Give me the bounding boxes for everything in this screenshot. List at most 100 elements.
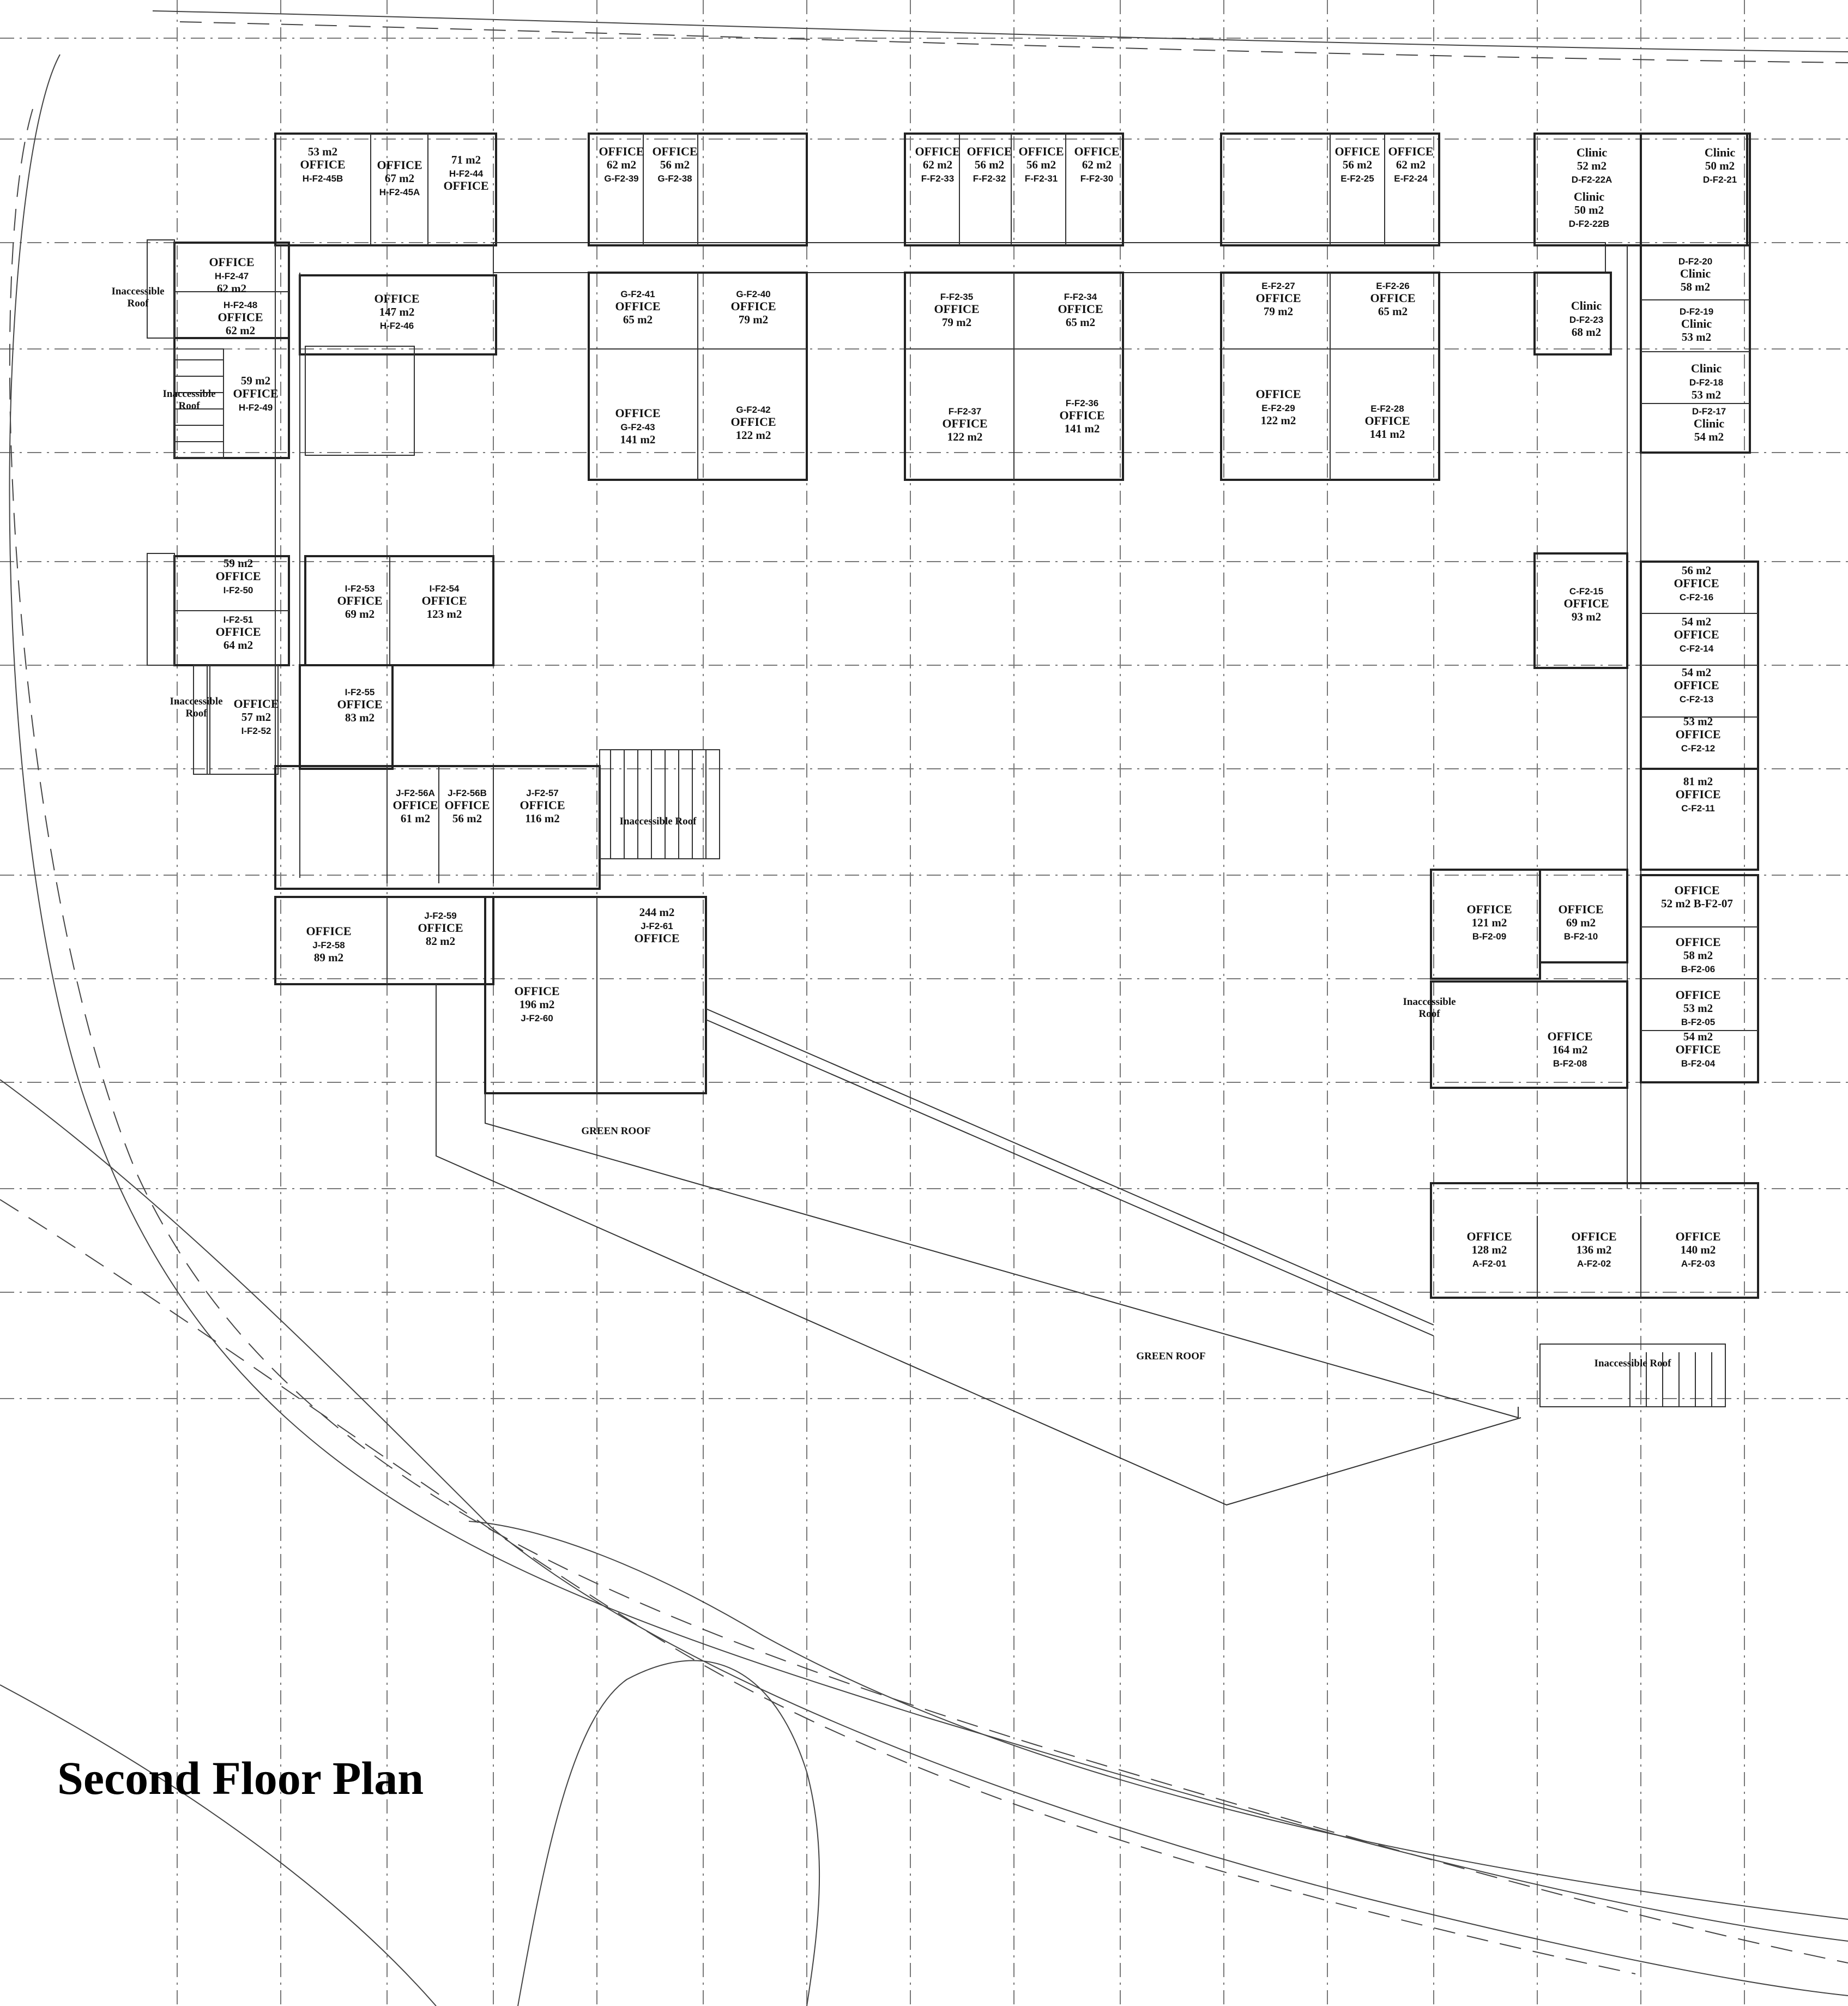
room-type: OFFICE: [421, 594, 467, 607]
room-code: B-F2-10: [1564, 931, 1598, 942]
note-gr-1: GREEN ROOF: [581, 1125, 650, 1137]
room-type: Clinic: [1680, 267, 1711, 280]
room-area: 57 m2: [241, 710, 271, 724]
room-area: 93 m2: [1572, 610, 1601, 623]
room-area: 53 m2: [1683, 1002, 1713, 1015]
room-code: F-F2-33: [921, 173, 954, 184]
room-code: B-F2-09: [1472, 931, 1506, 942]
room-area: 53 m2: [1692, 388, 1721, 401]
note-text: Roof: [185, 708, 207, 719]
room-type: OFFICE: [967, 144, 1012, 158]
room-area: 122 m2: [736, 429, 771, 442]
room-area: 56 m2: [660, 158, 690, 171]
room-area: 82 m2: [426, 935, 455, 948]
note-text: Roof: [127, 298, 149, 309]
room-code: D-F2-22B: [1569, 219, 1610, 229]
room-code: I-F2-51: [224, 615, 253, 625]
room-type: OFFICE: [934, 302, 979, 316]
room-code: E-F2-29: [1261, 403, 1295, 413]
room-code: A-F2-03: [1681, 1258, 1715, 1269]
room-code: I-F2-55: [345, 687, 375, 697]
room-type: OFFICE: [634, 931, 679, 945]
room-code: F-F2-30: [1080, 173, 1113, 184]
room-code: H-F2-49: [239, 402, 273, 413]
room-area: 121 m2: [1472, 916, 1507, 929]
note-text: Inaccessible: [162, 388, 215, 400]
room-type: OFFICE: [1675, 727, 1720, 741]
note-gr-2: GREEN ROOF: [1136, 1351, 1205, 1362]
room-area: 83 m2: [345, 711, 375, 724]
room-area: 128 m2: [1472, 1243, 1507, 1256]
room-code: H-F2-45B: [303, 173, 343, 184]
room-area: 58 m2: [1683, 949, 1713, 962]
room-area: 71 m2: [451, 153, 481, 166]
room-area: 62 m2: [1396, 158, 1426, 171]
room-code: J-F2-60: [521, 1013, 553, 1023]
room-code: F-F2-34: [1064, 292, 1097, 302]
room-area: 164 m2: [1553, 1043, 1588, 1056]
room-area: 54 m2: [1682, 666, 1711, 679]
room-code: E-F2-27: [1261, 281, 1295, 291]
room-type: OFFICE: [218, 310, 263, 324]
room-type: OFFICE: [306, 924, 351, 938]
room-area: 58 m2: [1681, 280, 1710, 293]
room-type: OFFICE: [233, 387, 278, 400]
room-area: 65 m2: [1378, 305, 1408, 318]
room-type: OFFICE: [1675, 787, 1720, 801]
room-type: OFFICE: [599, 144, 644, 158]
room-code: H-F2-46: [380, 321, 414, 331]
room-area: 136 m2: [1577, 1243, 1612, 1256]
room-code: D-F2-19: [1680, 306, 1713, 317]
room-type: OFFICE: [337, 697, 382, 711]
room-area: 59 m2: [241, 374, 270, 387]
room-type: OFFICE: [1059, 408, 1104, 422]
room-area: 50 m2: [1705, 159, 1735, 172]
room-code: E-F2-28: [1370, 403, 1404, 414]
room-type: OFFICE: [1334, 144, 1380, 158]
room-code: F-F2-37: [949, 406, 981, 417]
room-code: F-F2-36: [1066, 398, 1098, 408]
room-code: D-F2-17: [1692, 406, 1726, 417]
room-type: OFFICE: [1675, 1043, 1720, 1056]
room-area: 68 m2: [1572, 326, 1601, 339]
room-area: 50 m2: [1574, 203, 1604, 216]
room-area: 122 m2: [1261, 414, 1296, 427]
room-type: OFFICE: [1674, 576, 1719, 590]
room-area: 62 m2: [217, 282, 246, 295]
note-text: Inaccessible Roof: [1595, 1358, 1672, 1369]
room-code: I-F2-50: [224, 585, 253, 595]
note-text: Inaccessible: [111, 286, 164, 297]
room-type: OFFICE: [1388, 144, 1433, 158]
room-type: OFFICE: [942, 417, 987, 430]
room-code: B-F2-04: [1681, 1058, 1716, 1069]
room-area: 123 m2: [427, 607, 462, 621]
room-area: 61 m2: [401, 812, 430, 825]
room-type: OFFICE: [1466, 1230, 1512, 1243]
room-area: 52 m2 B-F2-07: [1661, 897, 1733, 910]
room-area: 69 m2: [1566, 916, 1596, 929]
